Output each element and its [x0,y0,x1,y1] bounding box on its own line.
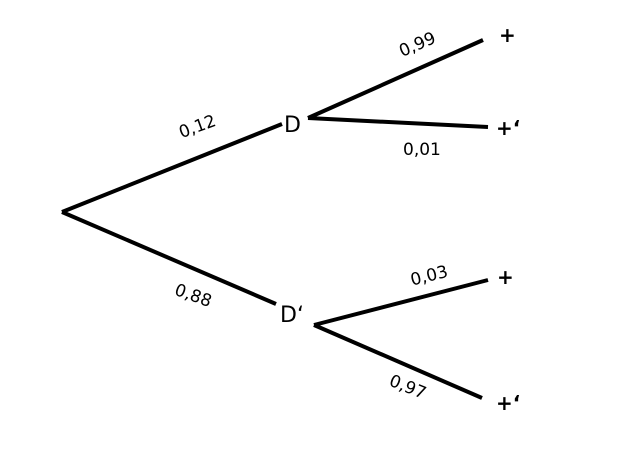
edge-Dprime-plusprime [313,323,483,400]
node-D-prime: D‘ [280,303,304,328]
edge-Dprime-plus [313,278,489,327]
edge-D-plus [307,38,484,120]
leaf-Dprime-plusprime: +‘ [496,391,521,415]
node-D: D [284,113,301,138]
edge-root-D [61,122,283,214]
edge-root-Dprime [61,210,277,306]
prob-D-plusprime: 0,01 [403,140,441,160]
leaf-Dprime-plus: + [497,265,514,289]
edge-D-plusprime [307,116,489,129]
leaf-D-plus: + [499,23,516,47]
leaf-D-plusprime: +‘ [496,116,521,140]
